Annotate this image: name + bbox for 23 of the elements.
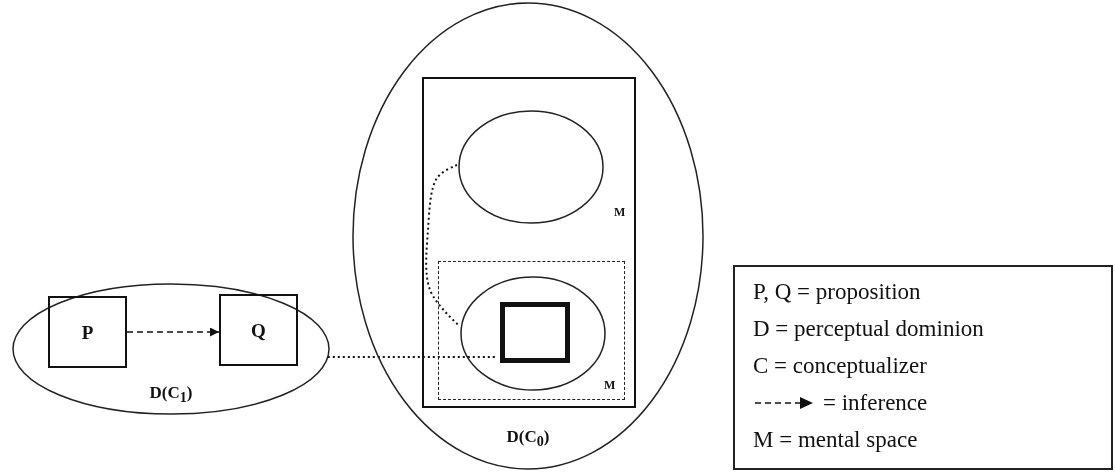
dashed-frame [438,261,625,400]
dotted-line [425,164,460,326]
proposition-box [48,296,127,368]
domain-ellipse [352,2,704,470]
thick-square [500,302,570,363]
domain-ellipse [12,283,330,415]
node-label: P [80,322,95,344]
dotted-line [326,356,498,358]
legend-text: C = conceptualizer [753,352,927,379]
frame-box [422,77,636,408]
legend-text: = inference [823,389,928,416]
mental-space-label: M [604,378,616,392]
node-label: D(C$_{0}$) [505,427,551,451]
node-label: Q [250,320,267,342]
mental-space-ellipse [460,276,606,391]
legend-text: D = perceptual dominion [753,315,984,342]
arrow [126,327,220,337]
mental-space-label: M [614,205,626,219]
legend-text: P, Q = proposition [753,278,921,305]
mental-space-ellipse [458,110,604,224]
legend-text: M = mental space [753,426,918,453]
proposition-box [219,294,298,366]
node-label: D(C$_{1}$) [148,383,194,407]
